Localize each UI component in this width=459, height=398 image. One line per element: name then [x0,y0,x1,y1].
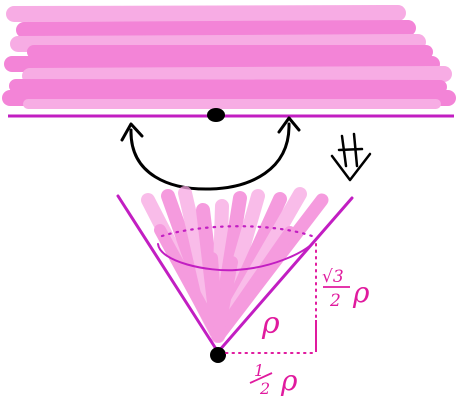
cone-edges [116,194,354,354]
vertical-leg-label: √3 2 ρ [322,267,370,311]
apex-pivot-dot [210,347,226,363]
horizontal-label-symbol: ρ [280,364,298,397]
smear-stroke [212,226,296,342]
horizontal-label-fraction-bar [249,372,273,384]
cone-rim-back-dotted [160,225,314,238]
hypotenuse-label: ρ [261,306,280,341]
smear-stroke [10,34,426,52]
smear-stroke [212,256,238,342]
cone-left-edge [116,194,220,354]
cone-rim [157,225,317,272]
smear-stroke [22,66,452,84]
smear-stroke [154,224,224,342]
horizontal-smear-group [2,5,456,109]
vertical-label-radical: √3 [322,267,344,287]
vertical-label-denominator: 2 [329,291,341,311]
smear-stroke [6,5,406,22]
horizontal-label-numerator: 1 [254,361,264,380]
smear-stroke [16,20,416,38]
top-pivot-dot [207,108,225,122]
equivalence-arrow-icon [330,132,372,182]
cone-right-edge [216,196,354,354]
cone-rim-front [157,239,317,272]
swing-arrow-icon [120,116,301,191]
horizontal-leg-label: 1 2 ρ [249,361,298,398]
vertical-label-symbol: ρ [352,276,370,309]
cone-smear-group [141,186,329,343]
smear-stroke [9,79,447,94]
horizontal-label-denominator: 2 [259,379,270,398]
